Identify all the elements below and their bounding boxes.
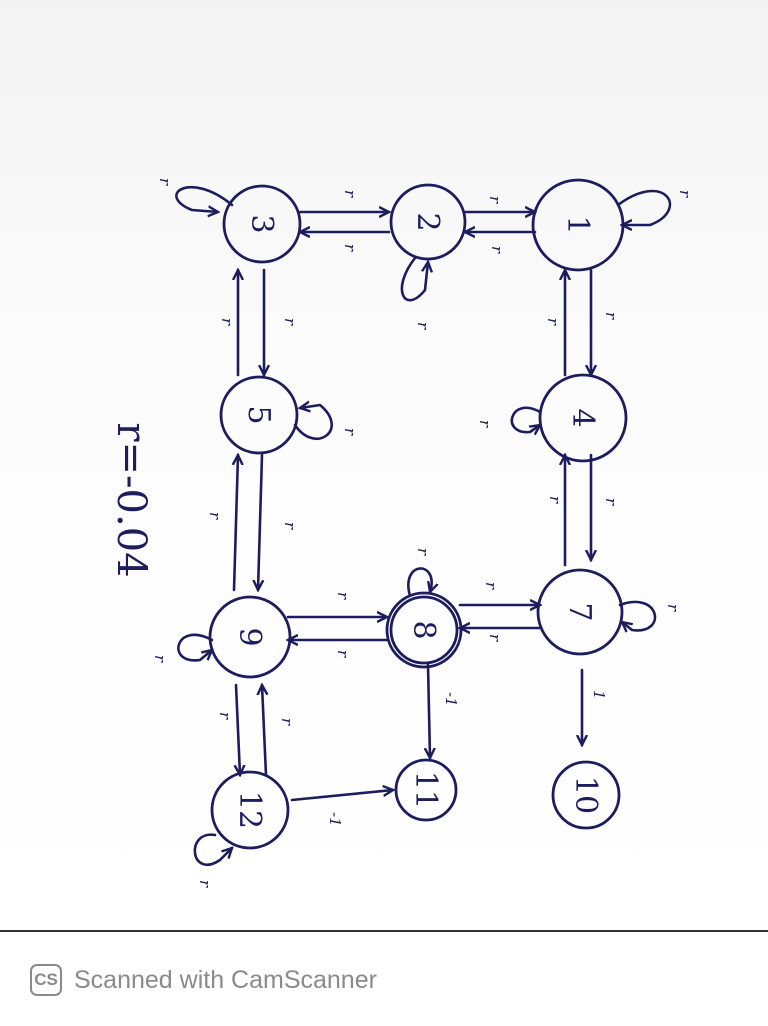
edge-label: r [218,318,236,326]
edge-label: r [602,312,620,320]
node-1: 1 [531,178,625,272]
edge-9-to-12 [236,683,240,775]
edge-label: r [602,498,620,506]
self-loop-4 [510,406,540,432]
edge-label: 1 [590,690,608,700]
node-5: 5 [219,375,299,455]
edge-label: r [476,420,494,428]
edge-label: r [196,880,214,888]
node-label: 12 [232,791,267,829]
edge-labels: r r r r r r r r r r r r r r r r r r r r … [151,178,694,888]
edge-label: r [341,244,359,252]
edge-label: r [281,522,299,530]
edge-8-to-11 [428,663,430,758]
node-3: 3 [222,184,302,264]
camscanner-watermark: CS Scanned with CamScanner [30,962,377,998]
edge-label: r [664,604,682,612]
edge-label: r [334,592,352,600]
self-loop-1 [616,189,672,225]
self-loop-5 [293,405,333,440]
edge-label: r [216,712,234,720]
edge-label: r [334,650,352,658]
edge-label: r [486,196,504,204]
node-label: 3 [244,214,279,233]
node-label: 1 [560,215,595,234]
node-label: 7 [562,602,597,621]
node-label: 4 [565,408,600,427]
edge-label: r [482,582,500,590]
camscanner-logo-icon: CS [30,964,62,996]
edge-label: r [341,190,359,198]
edge-label: r [544,318,562,326]
edge-label: r [206,512,224,520]
edges [175,186,672,867]
self-loop-12 [193,833,232,867]
node-10: 10 [551,760,621,830]
self-loop-7 [618,600,657,630]
node-9: 9 [208,595,292,679]
edge-5-to-9 [258,453,262,590]
equation-label: r=-0.04 [108,422,154,577]
watermark-text: Scanned with CamScanner [74,965,377,994]
node-11: 11 [394,758,458,822]
node-label: 2 [410,212,445,231]
self-loop-8 [407,567,431,598]
node-7: 7 [536,568,624,656]
self-loop-2 [400,256,428,302]
node-label: 8 [406,620,441,639]
edge-label: r [341,428,359,436]
node-label: 9 [232,627,267,646]
edge-label: -1 [326,812,344,827]
node-label: 10 [568,776,603,814]
edge-label: r [414,548,432,556]
node-12: 12 [210,770,290,850]
edge-12-to-11 [290,790,393,802]
edge-label: r [486,634,504,642]
edge-label: r [278,718,296,726]
edge-label: r [676,190,694,198]
edge-label: r [546,496,564,504]
edge-label: -1 [442,692,460,707]
edge-label: r [281,318,299,326]
edge-12-to-9 [262,685,266,777]
edge-label: r [414,322,432,330]
edge-9-to-5 [234,455,238,592]
paper-background [0,0,768,930]
self-loop-3 [175,186,234,212]
node-8: 8 [385,591,463,669]
self-loop-9 [177,633,212,662]
state-diagram: r=-0.04 [108,178,694,888]
edge-label: r [156,178,174,186]
node-label: 5 [241,405,276,424]
node-2: 2 [389,183,467,261]
page-bottom [0,930,768,1026]
node-4: 4 [538,373,628,463]
edge-label: r [151,655,169,663]
edge-label: r [488,246,506,254]
node-label: 11 [408,771,443,809]
